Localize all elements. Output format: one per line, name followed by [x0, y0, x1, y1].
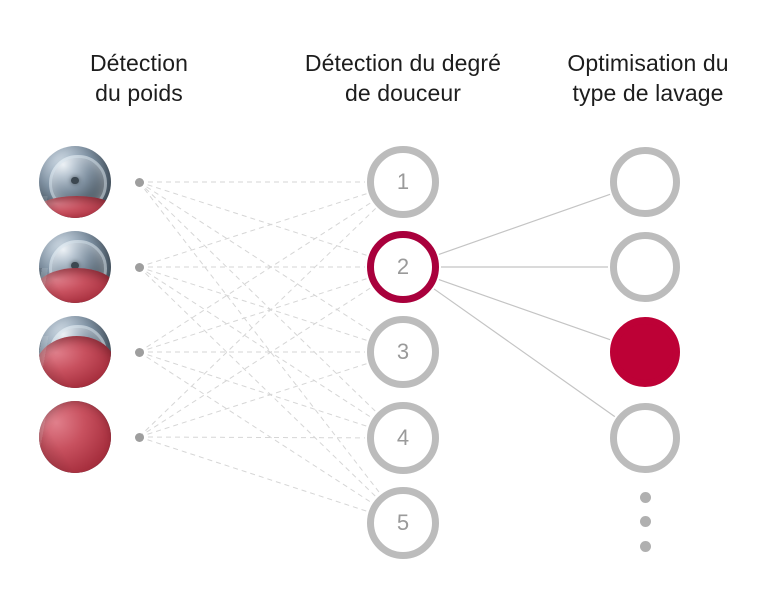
edge-input-to-hidden — [138, 278, 367, 353]
edge-input-to-hidden — [138, 363, 367, 438]
input-connector-dot — [134, 432, 144, 442]
edge-input-to-hidden — [138, 266, 372, 418]
edge-input-to-hidden — [138, 202, 372, 353]
hidden-node-2[interactable]: 2 — [367, 231, 439, 303]
laundry-fabric — [39, 196, 111, 218]
output-node-4[interactable] — [610, 403, 680, 473]
hidden-node-label: 4 — [396, 425, 410, 450]
hidden-node-label: 1 — [396, 169, 410, 194]
output-node-1[interactable] — [610, 147, 680, 217]
hidden-node-4[interactable]: 4 — [367, 402, 439, 474]
input-thumbnail-drum-load-light — [39, 231, 111, 303]
edge-input-to-hidden — [138, 181, 367, 256]
laundry-fabric — [39, 268, 111, 303]
edges-input-to-hidden — [138, 181, 381, 512]
output-node-2[interactable] — [610, 232, 680, 302]
hidden-node-label: 3 — [396, 339, 410, 364]
hidden-node-3[interactable]: 3 — [367, 316, 439, 388]
edge-input-to-hidden — [138, 208, 377, 438]
input-connector-dot — [134, 177, 144, 187]
edge-input-to-hidden — [138, 266, 367, 341]
edge-input-to-hidden — [138, 181, 372, 332]
output-node-3-selected[interactable] — [610, 317, 680, 387]
edge-input-to-hidden — [138, 181, 381, 494]
edge-input-to-hidden — [138, 351, 372, 503]
edge-input-to-hidden — [138, 436, 366, 439]
edges-hidden-to-output — [433, 193, 616, 418]
input-connector-dot — [134, 262, 144, 272]
edge-input-to-hidden — [138, 266, 377, 497]
column-title-output: Optimisation du type de lavage — [567, 50, 729, 106]
input-thumbnail-drum-load-very-light — [39, 146, 111, 218]
ellipsis-dot-1 — [639, 491, 651, 503]
hidden-node-5[interactable]: 5 — [367, 487, 439, 559]
column-title-input: Détection du poids — [89, 50, 189, 106]
edge-input-to-hidden — [138, 351, 368, 427]
input-thumbnail-drum-load-full — [39, 401, 111, 473]
hidden-node-label: 5 — [396, 510, 410, 535]
edge-hidden-to-output — [438, 193, 611, 255]
edge-input-to-hidden — [138, 181, 377, 412]
laundry-fabric — [39, 336, 111, 388]
edge-input-to-hidden — [138, 287, 372, 438]
ellipsis-dot-3 — [639, 540, 651, 552]
edge-input-to-hidden — [138, 193, 367, 268]
input-thumbnail-drum-load-medium — [39, 316, 111, 388]
ellipsis-dot-2 — [639, 515, 651, 527]
hidden-node-label: 2 — [396, 254, 410, 279]
column-title-hidden: Détection du degré de douceur — [304, 50, 502, 106]
hidden-node-1[interactable]: 1 — [367, 146, 439, 218]
laundry-fabric — [39, 401, 111, 473]
edge-hidden-to-output — [438, 279, 611, 341]
input-connector-dot — [134, 347, 144, 357]
edge-input-to-hidden — [138, 436, 368, 512]
edge-hidden-to-output — [433, 288, 616, 418]
